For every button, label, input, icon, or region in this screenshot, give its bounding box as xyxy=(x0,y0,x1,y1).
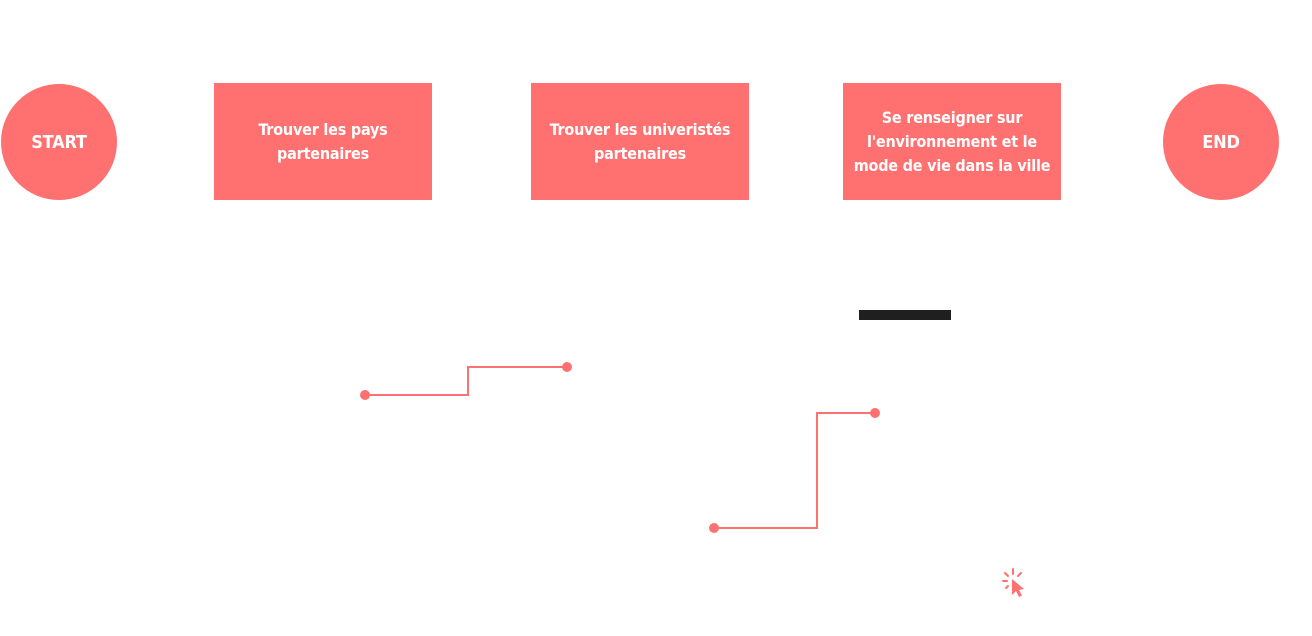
step-learn-about-city-life[interactable]: Se renseigner sur l'environnement et le … xyxy=(843,83,1061,200)
end-node-label: END xyxy=(1202,131,1240,153)
connector-1[interactable] xyxy=(360,362,572,400)
step-find-partner-countries-label: Trouver les pays partenaires xyxy=(258,119,388,163)
step-find-partner-universities-label: Trouver les univeristés partenaires xyxy=(549,119,731,163)
start-node-label: START xyxy=(31,131,87,153)
step-find-partner-countries[interactable]: Trouver les pays partenaires xyxy=(214,83,432,200)
start-node[interactable]: START xyxy=(1,84,117,200)
connector-1-start-dot[interactable] xyxy=(360,390,370,400)
step-learn-about-city-life-label: Se renseigner sur l'environnement et le … xyxy=(853,107,1051,175)
connector-1-end-dot[interactable] xyxy=(562,362,572,372)
connector-2-start-dot[interactable] xyxy=(709,523,719,533)
click-cursor-icon xyxy=(1002,568,1024,597)
dark-bar xyxy=(859,310,951,320)
connector-2-end-dot[interactable] xyxy=(870,408,880,418)
connector-2[interactable] xyxy=(709,408,880,533)
end-node[interactable]: END xyxy=(1163,84,1279,200)
step-find-partner-universities[interactable]: Trouver les univeristés partenaires xyxy=(531,83,749,200)
